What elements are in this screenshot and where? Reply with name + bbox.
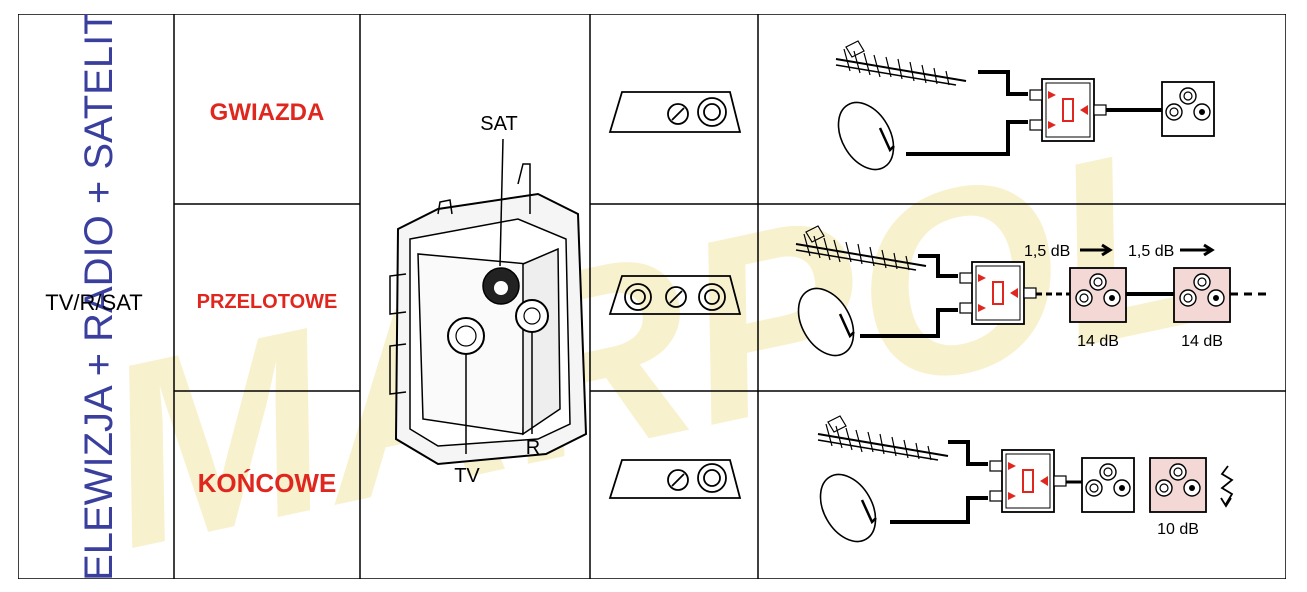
row-label-gwiazda: GWIAZDA bbox=[210, 99, 325, 126]
vertical-title: TELEWIZJA + RADIO + SATELITA bbox=[77, 14, 121, 579]
side-label: TV/R/SAT bbox=[45, 290, 142, 315]
tap-label-end: 10 dB bbox=[1157, 521, 1199, 538]
diagram-canvas: MARPOL TELEWIZJA + RADIO + SATELITA TV/R… bbox=[17, 0, 1287, 592]
socket-illustration bbox=[389, 138, 588, 466]
row-label-przelotowe: PRZELOTOWE bbox=[197, 291, 338, 313]
socket-label-sat: SAT bbox=[480, 113, 517, 135]
cover-icon-double bbox=[608, 275, 742, 315]
diagram-frame: MARPOL TELEWIZJA + RADIO + SATELITA TV/R… bbox=[17, 0, 1287, 592]
socket-label-r: R bbox=[526, 437, 540, 459]
watermark-text: MARPOL bbox=[79, 86, 1241, 579]
tap-label-2: 14 dB bbox=[1181, 333, 1223, 350]
wiring-koncowe bbox=[807, 415, 1234, 553]
socket-label-tv: TV bbox=[454, 465, 480, 487]
loss-label-2: 1,5 dB bbox=[1128, 243, 1174, 260]
tap-label-1: 14 dB bbox=[1077, 333, 1119, 350]
wiring-przelotowe bbox=[785, 225, 1268, 367]
cover-icon-single bbox=[608, 91, 742, 133]
loss-label-1: 1,5 dB bbox=[1024, 243, 1070, 260]
cover-icon-end bbox=[608, 459, 742, 499]
row-label-koncowe: KOŃCOWE bbox=[198, 468, 337, 498]
wiring-gwiazda bbox=[825, 40, 1215, 181]
